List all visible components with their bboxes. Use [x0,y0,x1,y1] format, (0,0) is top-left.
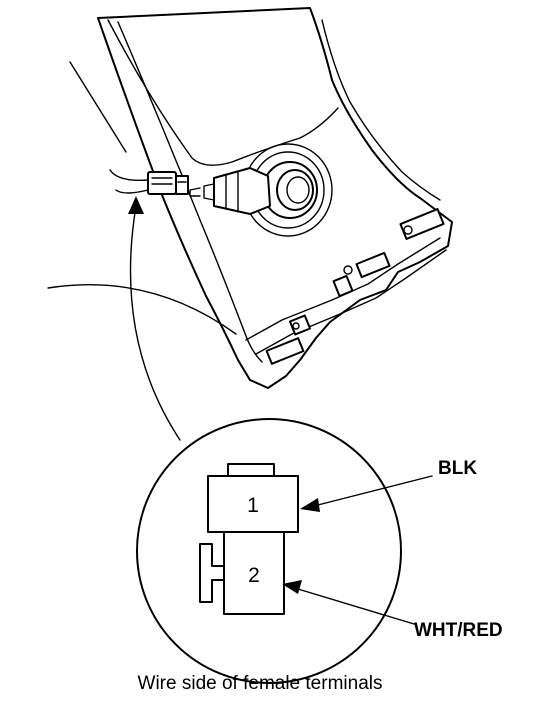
clip-2 [288,314,312,336]
switch-body-ribs [203,171,239,213]
pin-1-wire-color-label: BLK [438,458,477,479]
switch-knob-face [286,176,310,204]
switch-assembly [189,143,333,237]
pin-1-leader [305,475,433,509]
diagram-caption: Wire side of female terminals [138,673,383,694]
pin-1-arrowhead [300,498,320,512]
pin-2-wire-color-label: WHT/RED [414,620,503,641]
mount-hole-2 [403,225,413,235]
pin-2-leader [287,585,415,625]
harness-wire-2 [115,189,149,194]
dashboard-panel-illustration [47,7,453,389]
switch-terminal [189,187,201,197]
terminal-cavity-2 [223,531,285,615]
pin-number-2: 2 [248,564,260,587]
connector-side-latch [199,543,225,603]
connector-face: 1 2 [199,463,299,615]
panel-contour-right [321,19,441,201]
switch-knob [276,169,314,211]
panel-contour-inner [117,21,263,363]
panel-contour-upper [107,19,339,166]
detail-circle [136,418,402,684]
panel-leader-line [69,61,127,153]
harness-wire-1 [109,169,149,181]
harness-connector [109,169,189,195]
detail-reference-arrowhead [128,196,144,214]
panel-curve-leader [47,284,237,335]
mount-hole-1 [343,265,353,275]
panel-trim-bottom-2 [255,249,447,355]
harness-plug-detail [151,177,187,185]
switch-body [213,167,271,215]
mount-hole-3 [292,322,300,330]
clip-1 [265,337,305,365]
harness-plug-body [147,171,177,195]
clip-4 [355,251,391,279]
pin-number-1: 1 [247,494,259,517]
terminal-cavity-1 [207,475,299,533]
detail-reference-arrow [129,205,181,441]
connector-detail: 1 2 [136,418,433,684]
pin-2-arrowhead [282,580,302,594]
harness-plug-latch [175,175,189,195]
clip-3 [332,274,354,298]
